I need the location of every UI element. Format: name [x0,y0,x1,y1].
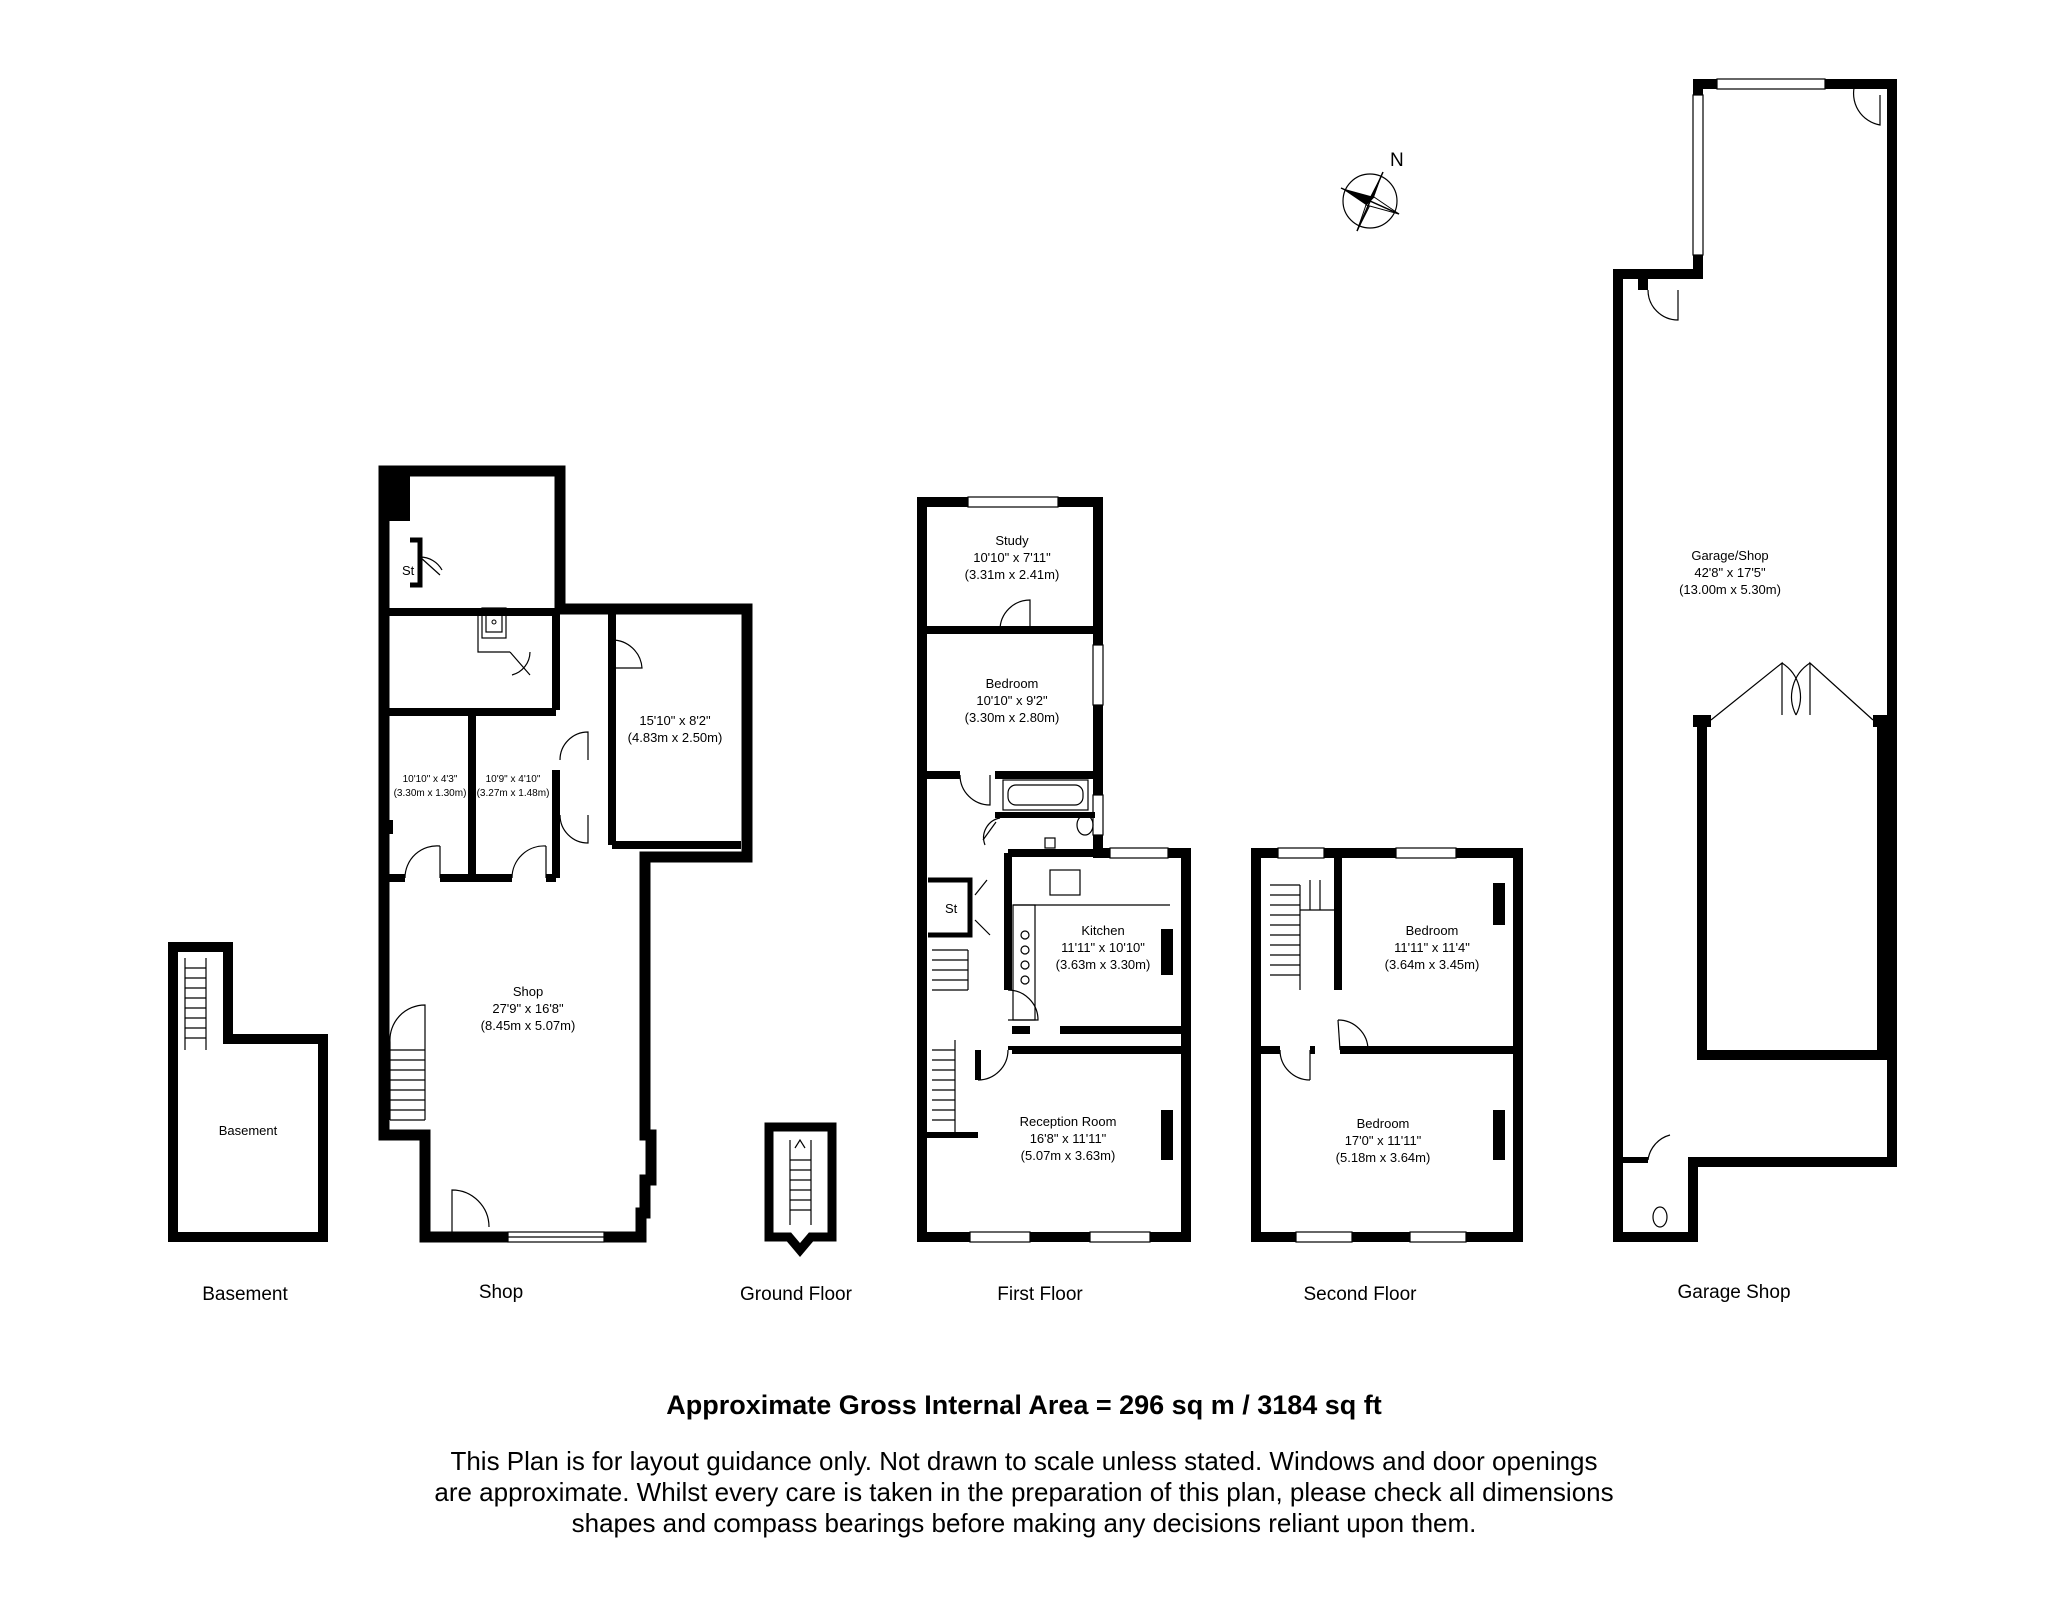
shop-main-dims-imperial: 27'9" x 16'8" [492,1001,564,1016]
shop-room-dims-imperial: 15'10" x 8'2" [639,713,711,728]
garage-name: Garage/Shop [1691,548,1768,563]
basement-room-name: Basement [219,1123,278,1138]
basement-plan: Basement [168,942,328,1242]
shop-small1-dims-imperial: 10'10" x 4'3" [403,774,458,785]
kitchen-name: Kitchen [1081,923,1124,938]
second-bedroom-front-dims-imperial: 17'0" x 11'11" [1345,1133,1422,1148]
shop-stairs [389,1004,426,1121]
ground-floor-plan [764,1122,837,1257]
disclaimer-line-1: This Plan is for layout guidance only. N… [450,1446,1598,1476]
second-bedroom-front-name: Bedroom [1357,1116,1410,1131]
shop-room-dims-metric: (4.83m x 2.50m) [628,730,723,745]
basement-stairs [184,958,207,1050]
reception-dims-imperial: 16'8" x 11'11" [1030,1131,1107,1146]
second-stairs [1270,880,1335,990]
study-dims-imperial: 10'10" x 7'11" [973,550,1051,565]
second-floor-plan: Bedroom 11'11" x 11'4" (3.64m x 3.45m) B… [1251,847,1523,1243]
kitchen-dims-imperial: 11'11" x 10'10" [1061,940,1145,955]
caption-first-floor: First Floor [997,1284,1083,1305]
shop-plan: St [378,465,753,1243]
disclaimer-line-3: shapes and compass bearings before makin… [571,1508,1477,1538]
shop-main-name: Shop [513,984,543,999]
second-bedroom-rear-dims-imperial: 11'11" x 11'4" [1394,940,1470,955]
disclaimer: This Plan is for layout guidance only. N… [0,1446,2048,1539]
shop-main-dims-metric: (8.45m x 5.07m) [481,1018,576,1033]
second-bedroom-rear-name: Bedroom [1406,923,1459,938]
garage-dims-imperial: 42'8" x 17'5" [1694,565,1766,580]
compass: N [1340,150,1404,232]
study-dims-metric: (3.31m x 2.41m) [965,567,1060,582]
shop-store-name: St [402,563,415,578]
ground-stairs [789,1138,812,1225]
shop-small2-dims-metric: (3.27m x 1.48m) [477,788,550,799]
kitchen-dims-metric: (3.63m x 3.30m) [1056,957,1151,972]
garage-shop-plan: Garage/Shop 42'8" x 17'5" (13.00m x 5.30… [1613,78,1897,1242]
caption-basement: Basement [202,1284,288,1305]
first-bedroom-dims-metric: (3.30m x 2.80m) [965,710,1060,725]
first-store-name: St [945,901,958,916]
compass-star-icon [1340,171,1400,232]
first-bedroom-name: Bedroom [986,676,1039,691]
garage-dims-metric: (13.00m x 5.30m) [1679,582,1781,597]
shop-small2-dims-imperial: 10'9" x 4'10" [486,774,541,785]
caption-garage-shop: Garage Shop [1677,1282,1790,1303]
second-bedroom-front-dims-metric: (5.18m x 3.64m) [1336,1150,1431,1165]
reception-dims-metric: (5.07m x 3.63m) [1021,1148,1116,1163]
study-name: Study [995,533,1029,548]
caption-shop: Shop [479,1282,523,1303]
disclaimer-line-2: are approximate. Whilst every care is ta… [434,1477,1614,1507]
gross-internal-area: Approximate Gross Internal Area = 296 sq… [666,1390,1382,1420]
shop-small1-dims-metric: (3.30m x 1.30m) [394,788,467,799]
first-stairs-lower [927,1040,981,1138]
compass-north-label: N [1390,150,1404,171]
caption-ground-floor: Ground Floor [740,1284,853,1305]
reception-name: Reception Room [1020,1114,1117,1129]
second-bedroom-rear-dims-metric: (3.64m x 3.45m) [1385,957,1480,972]
caption-second-floor: Second Floor [1303,1284,1417,1305]
first-bedroom-dims-imperial: 10'10" x 9'2" [976,693,1048,708]
compass-ring [1342,173,1398,229]
first-stairs-upper [932,949,969,991]
first-floor-plan: St Study 10'10" x 7'11" [917,496,1191,1243]
